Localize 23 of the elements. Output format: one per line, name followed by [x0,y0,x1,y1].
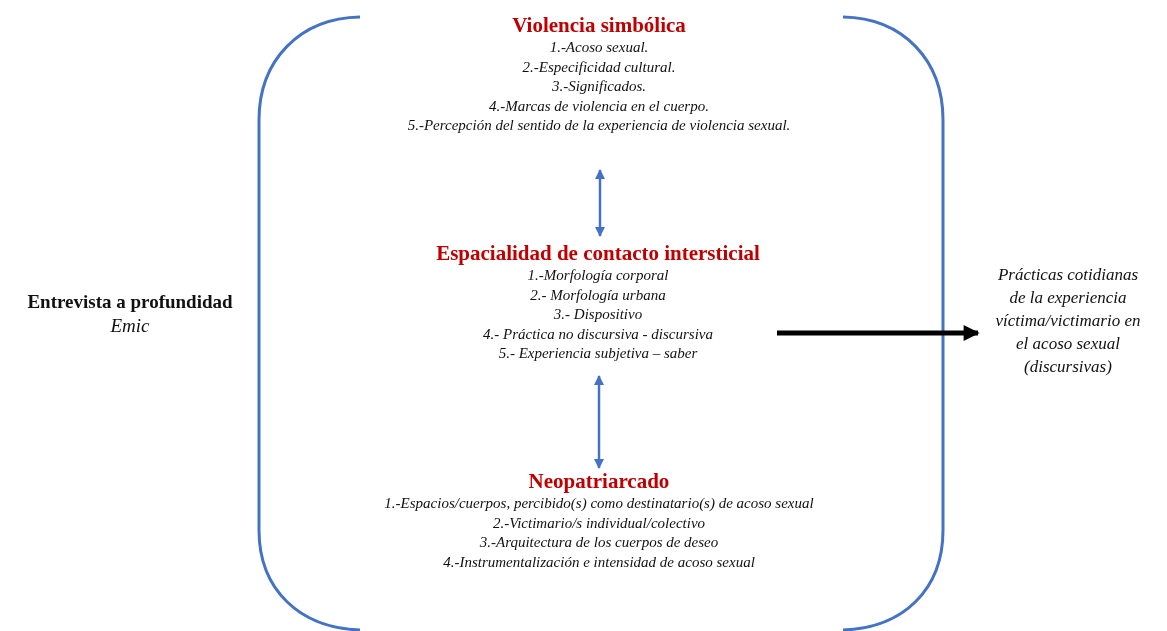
list-item: 3.-Arquitectura de los cuerpos de deseo [478,533,720,552]
list-item: 3.- Dispositivo [552,305,644,324]
list-item: 2.-Especificidad cultural. [521,57,677,77]
section-heading: Neopatriarcado [527,468,671,494]
list-item: 5.-Percepción del sentido de la experiencia de violencia sexual. [406,116,792,135]
approach-label: Emic [109,314,151,338]
list-item: 5.- Experiencia subjetiva – saber [497,344,699,363]
arrow [595,169,605,237]
list-item: 2.- Morfología urbana [529,285,667,305]
section-heading: Espacialidad de contacto intersticial [435,240,761,266]
list-item: 4.-Marcas de violencia en el cuerpo. [488,96,710,116]
method-label: Entrevista a profundidad [26,290,234,314]
list-item: 3.-Significados. [550,77,648,96]
list-item: 1.-Acoso sexual. [548,38,650,57]
arrow [594,375,604,469]
list-item: 1.-Espacios/cuerpos, percibido(s) como destinatario(s) de acoso sexual [383,494,815,513]
section-heading: Violencia simbólica [511,12,687,38]
list-item: 4.-Instrumentalización e intensidad de acoso sexual [442,552,756,572]
list-item: 1.-Morfología corporal [526,266,670,285]
list-item: 2.-Victimario/s individual/colectivo [491,513,707,533]
outcome-text: Prácticas cotidianas de la experiencia víctima/victimario en el acoso sexual (discursivas) [994,264,1142,378]
arrow [777,325,980,341]
list-item: 4.- Práctica no discursiva - discursiva [482,324,714,344]
